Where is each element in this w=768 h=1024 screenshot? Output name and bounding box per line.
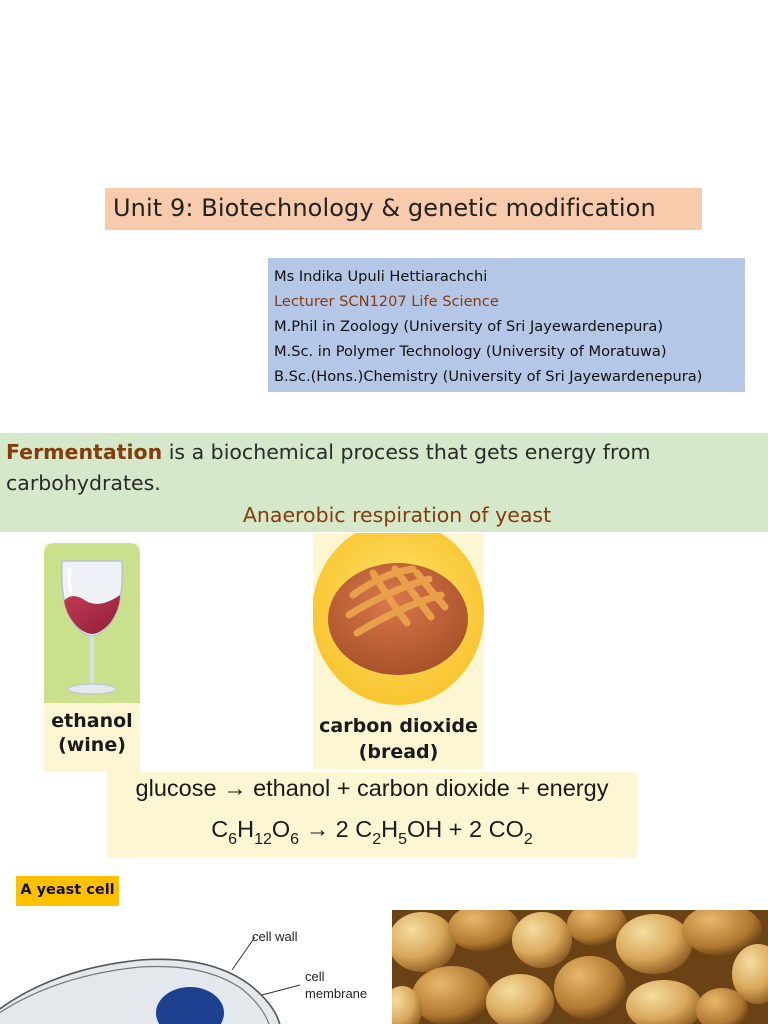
chemical-equation: C6H12O6 → 2 C2H5OH + 2 CO2 [107, 816, 637, 848]
qualification-item: B.Sc.(Hons.)Chemistry (University of Sri… [274, 368, 703, 385]
lecturer-info-box: Ms Indika Upuli Hettiarachchi Lecturer S… [268, 258, 745, 392]
bread-product-use: (bread) [358, 741, 439, 763]
yeast-cell-diagram: cell wall cell membrane [0, 929, 367, 1024]
reaction-arrow: → [305, 816, 330, 842]
definition-text-continued: carbohydrates. [6, 471, 161, 495]
bread-caption: carbon dioxide (bread) [313, 713, 484, 765]
wine-product-name: ethanol [51, 710, 133, 732]
definition-text: is a biochemical process that gets energ… [162, 440, 651, 464]
wine-product-card: ethanol (wine) [44, 543, 140, 772]
nucleus-shape [156, 987, 224, 1024]
wine-glass-icon [60, 560, 124, 695]
glucose-formula: C6H12O6 [211, 816, 300, 848]
lecturer-name: Ms Indika Upuli Hettiarachchi [274, 268, 488, 285]
plus-sign: + [448, 816, 463, 842]
co2-formula: CO2 [488, 816, 533, 848]
bread-loaf-icon [313, 533, 484, 713]
wine-product-use: (wine) [58, 734, 126, 756]
fermentation-equation-box: glucose → ethanol + carbon dioxide + ene… [107, 772, 637, 858]
word-equation: glucose → ethanol + carbon dioxide + ene… [135, 775, 609, 801]
cell-membrane-label-line1: cell [305, 969, 325, 984]
bread-product-card: carbon dioxide (bread) [313, 533, 484, 769]
qualification-item: M.Phil in Zoology (University of Sri Jay… [274, 318, 664, 335]
yeast-micrograph-image [392, 910, 768, 1024]
fermentation-definition-box: Fermentation is a biochemical process th… [0, 433, 768, 532]
ethanol-coefficient: 2 [335, 816, 349, 842]
fermentation-subtitle: Anaerobic respiration of yeast [242, 503, 552, 527]
page-title: Unit 9: Biotechnology & genetic modifica… [105, 188, 702, 230]
yeast-cell-label: A yeast cell [16, 876, 119, 906]
wine-caption: ethanol (wine) [44, 709, 140, 757]
qualification-item: M.Sc. in Polymer Technology (University … [274, 343, 667, 360]
bread-product-name: carbon dioxide [319, 715, 478, 737]
ethanol-formula: C2H5OH [355, 816, 443, 848]
lecturer-position: Lecturer SCN1207 Life Science [274, 293, 499, 310]
fermentation-term: Fermentation [6, 440, 163, 464]
co2-coefficient: 2 [469, 816, 483, 842]
cell-wall-label: cell wall [252, 929, 298, 944]
cell-membrane-label-line2: membrane [305, 986, 367, 1001]
fermentation-definition: Fermentation is a biochemical process th… [6, 437, 768, 468]
